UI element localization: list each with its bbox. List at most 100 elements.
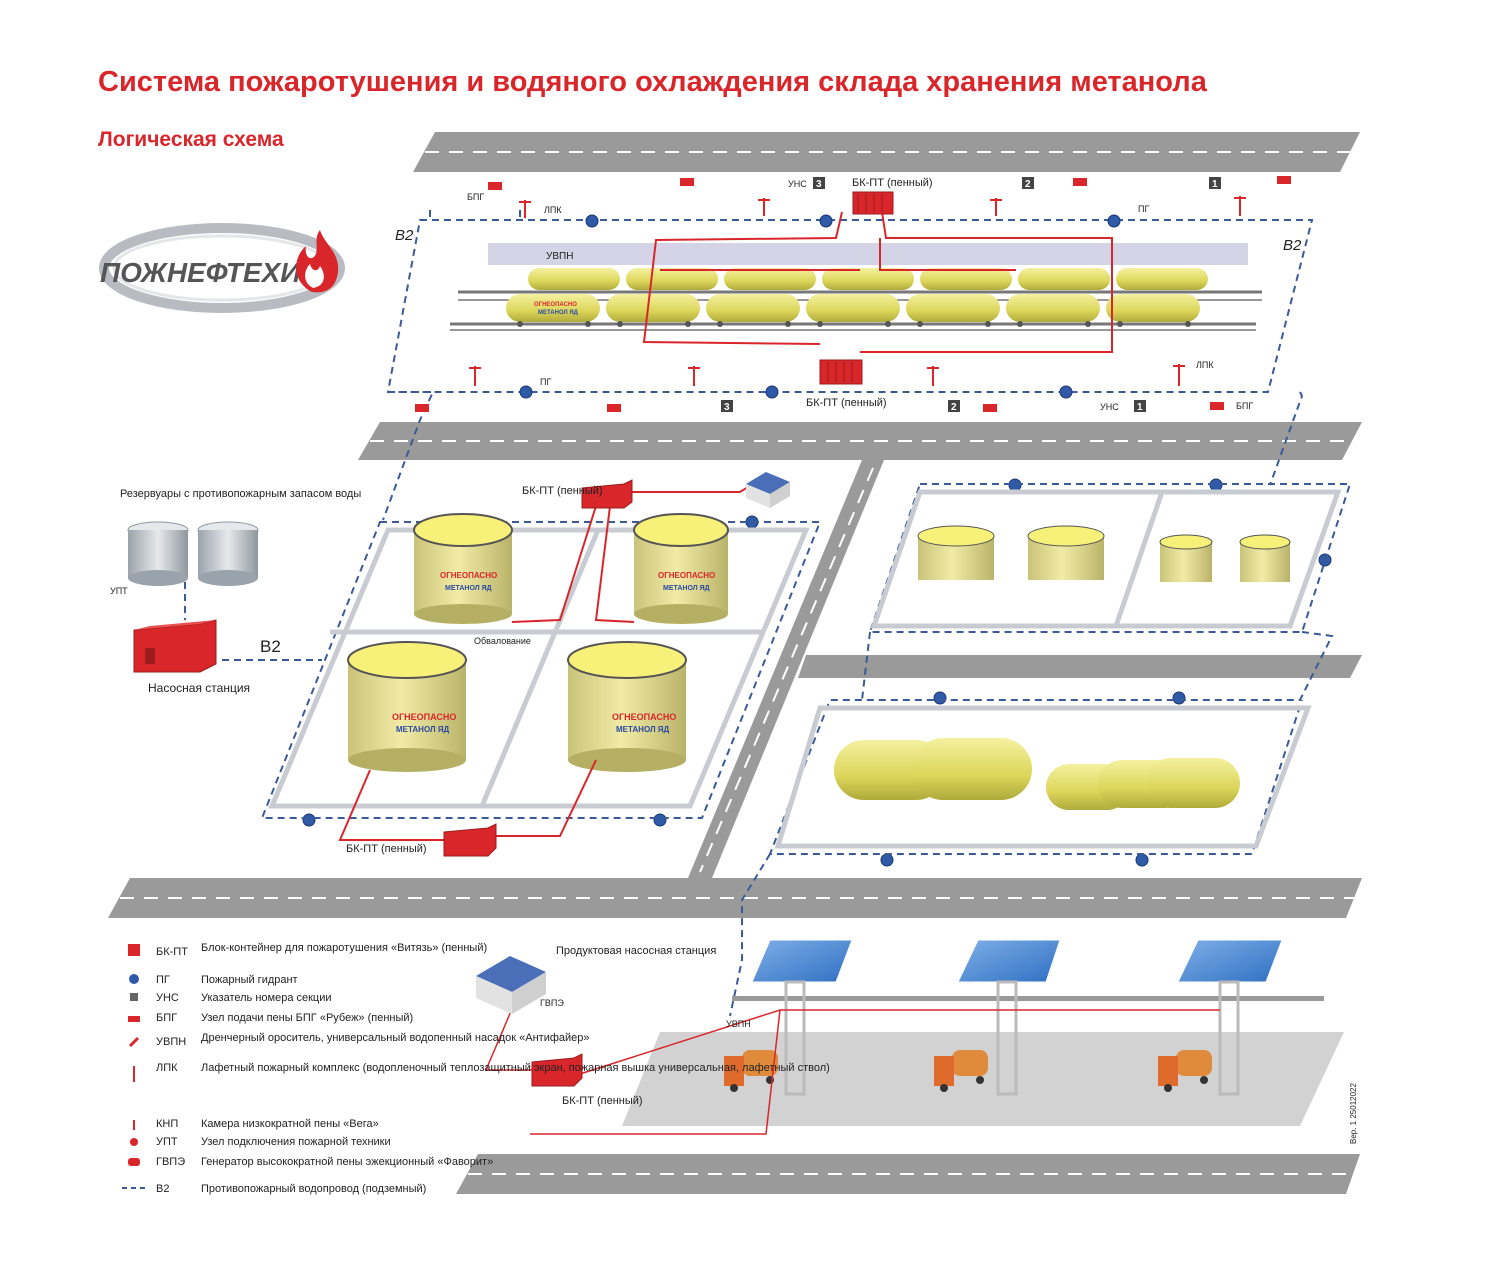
legend-icons <box>122 944 146 1189</box>
sprinkler-icon <box>128 1036 140 1048</box>
legend-text: Пожарный гидрант <box>201 974 298 986</box>
uns-label-top: УНС <box>788 179 807 189</box>
bk-pt-label-rail-top: БК-ПТ (пенный) <box>852 177 933 189</box>
bk-pt-label-farm-top: БК-ПТ (пенный) <box>522 485 603 497</box>
legend-code: БПГ <box>156 1012 177 1024</box>
legend-code: ГВПЭ <box>156 1156 185 1168</box>
tank-4 <box>567 641 687 772</box>
solar-panel-3 <box>1177 939 1283 1096</box>
svg-text:МЕТАНОЛ ЯД: МЕТАНОЛ ЯД <box>445 585 492 592</box>
truck-2 <box>934 1050 988 1092</box>
tank-1 <box>413 513 513 624</box>
wagon-danger-label: ОГНЕОПАСНО <box>534 302 577 308</box>
legend-text: Блок-контейнер для пожаротушения «Витязь… <box>201 942 487 954</box>
foam-node-icon <box>128 1016 140 1022</box>
bpg-label-top: БПГ <box>467 192 484 202</box>
svg-text:МЕТАНОЛ ЯД: МЕТАНОЛ ЯД <box>616 725 670 734</box>
horizontal-tanks <box>834 738 1240 810</box>
b2-label-right: B2 <box>1283 237 1302 254</box>
bpg-nodes <box>415 176 1291 412</box>
svg-text:3: 3 <box>816 179 822 190</box>
roads <box>108 132 1362 1194</box>
legend-text: Лафетный пожарный комплекс (водопленочны… <box>201 1062 830 1074</box>
wagon-row-back <box>528 268 1208 290</box>
bk-pt-container-rail-bottom <box>819 359 863 385</box>
legend-code: БК-ПТ <box>156 946 188 958</box>
bk-pt-container-rail-top <box>852 191 894 215</box>
lpk-towers <box>469 196 1246 386</box>
lpk-label-bottom: ЛПК <box>1196 360 1214 370</box>
water-reservoirs <box>127 521 259 586</box>
bk-pt-container-farm-bottom <box>443 823 497 857</box>
section-markers: 3 2 1 3 2 1 <box>721 177 1221 413</box>
logo-text: ПОЖНЕФТЕХИМ <box>100 257 324 288</box>
legend-text: Узел подключения пожарной техники <box>201 1136 391 1148</box>
legend-text: Генератор высокократной пены эжекционный… <box>201 1156 493 1168</box>
legend-code: УНС <box>156 992 179 1004</box>
small-vertical-tanks <box>917 525 1291 582</box>
legend-text: Узел подачи пены БПГ «Рубеж» (пенный) <box>201 1012 413 1024</box>
container-icon <box>128 944 140 956</box>
wagon-row-front <box>506 294 1200 322</box>
obvalovanie-label: Обвалование <box>474 636 531 646</box>
tank-3 <box>347 641 467 772</box>
version-label: Вер. 1 25012022 <box>1349 1083 1358 1144</box>
loading-foam-pipes <box>484 989 1220 1135</box>
legend-text: Противопожарный водопровод (подземный) <box>201 1183 426 1195</box>
lpk-label-top: ЛПК <box>544 205 562 215</box>
svg-text:ОГНЕОПАСНО: ОГНЕОПАСНО <box>658 571 715 580</box>
pump-station-label: Насосная станция <box>148 681 250 695</box>
gvpe-label: ГВПЭ <box>540 998 564 1008</box>
vertical-tanks: ОГНЕОПАСНО МЕТАНОЛ ЯД ОГНЕОПАСНО МЕТАНОЛ… <box>347 513 729 772</box>
legend-text: Камера низкократной пены «Вега» <box>201 1118 379 1130</box>
bk-pt-label-rail-bottom: БК-ПТ (пенный) <box>806 397 887 409</box>
svg-text:2: 2 <box>951 402 957 413</box>
road-right-1 <box>798 655 1362 678</box>
pump-station <box>133 619 217 673</box>
svg-text:МЕТАНОЛ ЯД: МЕТАНОЛ ЯД <box>396 725 450 734</box>
page-subtitle: Логическая схема <box>98 128 284 151</box>
pg-label-top: ПГ <box>1138 204 1149 214</box>
solar-panel-1 <box>751 939 853 1096</box>
bk-pt-label-loading: БК-ПТ (пенный) <box>562 1095 643 1107</box>
reservoirs-label: Резервуары с противопожарным запасом вод… <box>120 488 361 500</box>
legend-text: Дренчерный ороситель, универсальный водо… <box>201 1032 590 1044</box>
legend-code: В2 <box>156 1183 169 1195</box>
solar-panel-2 <box>957 939 1061 1096</box>
truck-1 <box>724 1050 778 1092</box>
road-3 <box>108 878 1362 918</box>
b2-label-left: B2 <box>395 227 414 244</box>
bk-pt-container-farm-top <box>581 479 633 509</box>
legend-code: УПТ <box>156 1136 178 1148</box>
legend-code: КНП <box>156 1118 178 1130</box>
house-icon-top <box>746 472 790 508</box>
house-icon-product-station <box>476 956 546 1014</box>
tank-wagons: ОГНЕОПАСНО МЕТАНОЛ ЯД <box>506 268 1208 327</box>
tank-farm-foam-pipes <box>338 481 757 841</box>
company-logo: ПОЖНЕФТЕХИМ <box>99 223 345 313</box>
page-title: Система пожаротушения и водяного охлажде… <box>98 66 1208 98</box>
rail-foam-pipes <box>642 211 1113 353</box>
svg-text:ОГНЕОПАСНО: ОГНЕОПАСНО <box>440 571 497 580</box>
wagon-methanol-label: МЕТАНОЛ ЯД <box>538 310 579 316</box>
pg-label-bottom: ПГ <box>540 377 551 387</box>
legend: БК-ПТ Блок-контейнер для пожаротушения «… <box>156 942 830 1195</box>
b2-label-tank-farm: B2 <box>260 637 281 656</box>
svg-text:1: 1 <box>1212 179 1218 190</box>
svg-text:ОГНЕОПАСНО: ОГНЕОПАСНО <box>392 712 456 722</box>
generator-icon <box>128 1158 140 1166</box>
svg-text:2: 2 <box>1025 179 1031 190</box>
svg-text:ОГНЕОПАСНО: ОГНЕОПАСНО <box>612 712 676 722</box>
tanker-trucks <box>724 1050 1212 1092</box>
legend-code: ПГ <box>156 974 170 986</box>
uns-label-bottom: УНС <box>1100 402 1119 412</box>
uvpn-label-rail: УВПН <box>546 251 573 262</box>
bk-pt-label-farm-bottom: БК-ПТ (пенный) <box>346 843 427 855</box>
bk-pt-container-loading <box>531 1053 583 1087</box>
truck-3 <box>1158 1050 1212 1092</box>
svg-text:1: 1 <box>1137 402 1143 413</box>
legend-code: УВПН <box>156 1036 186 1048</box>
tank-2 <box>633 513 729 624</box>
bpg-label-bottom: БПГ <box>1236 401 1253 411</box>
